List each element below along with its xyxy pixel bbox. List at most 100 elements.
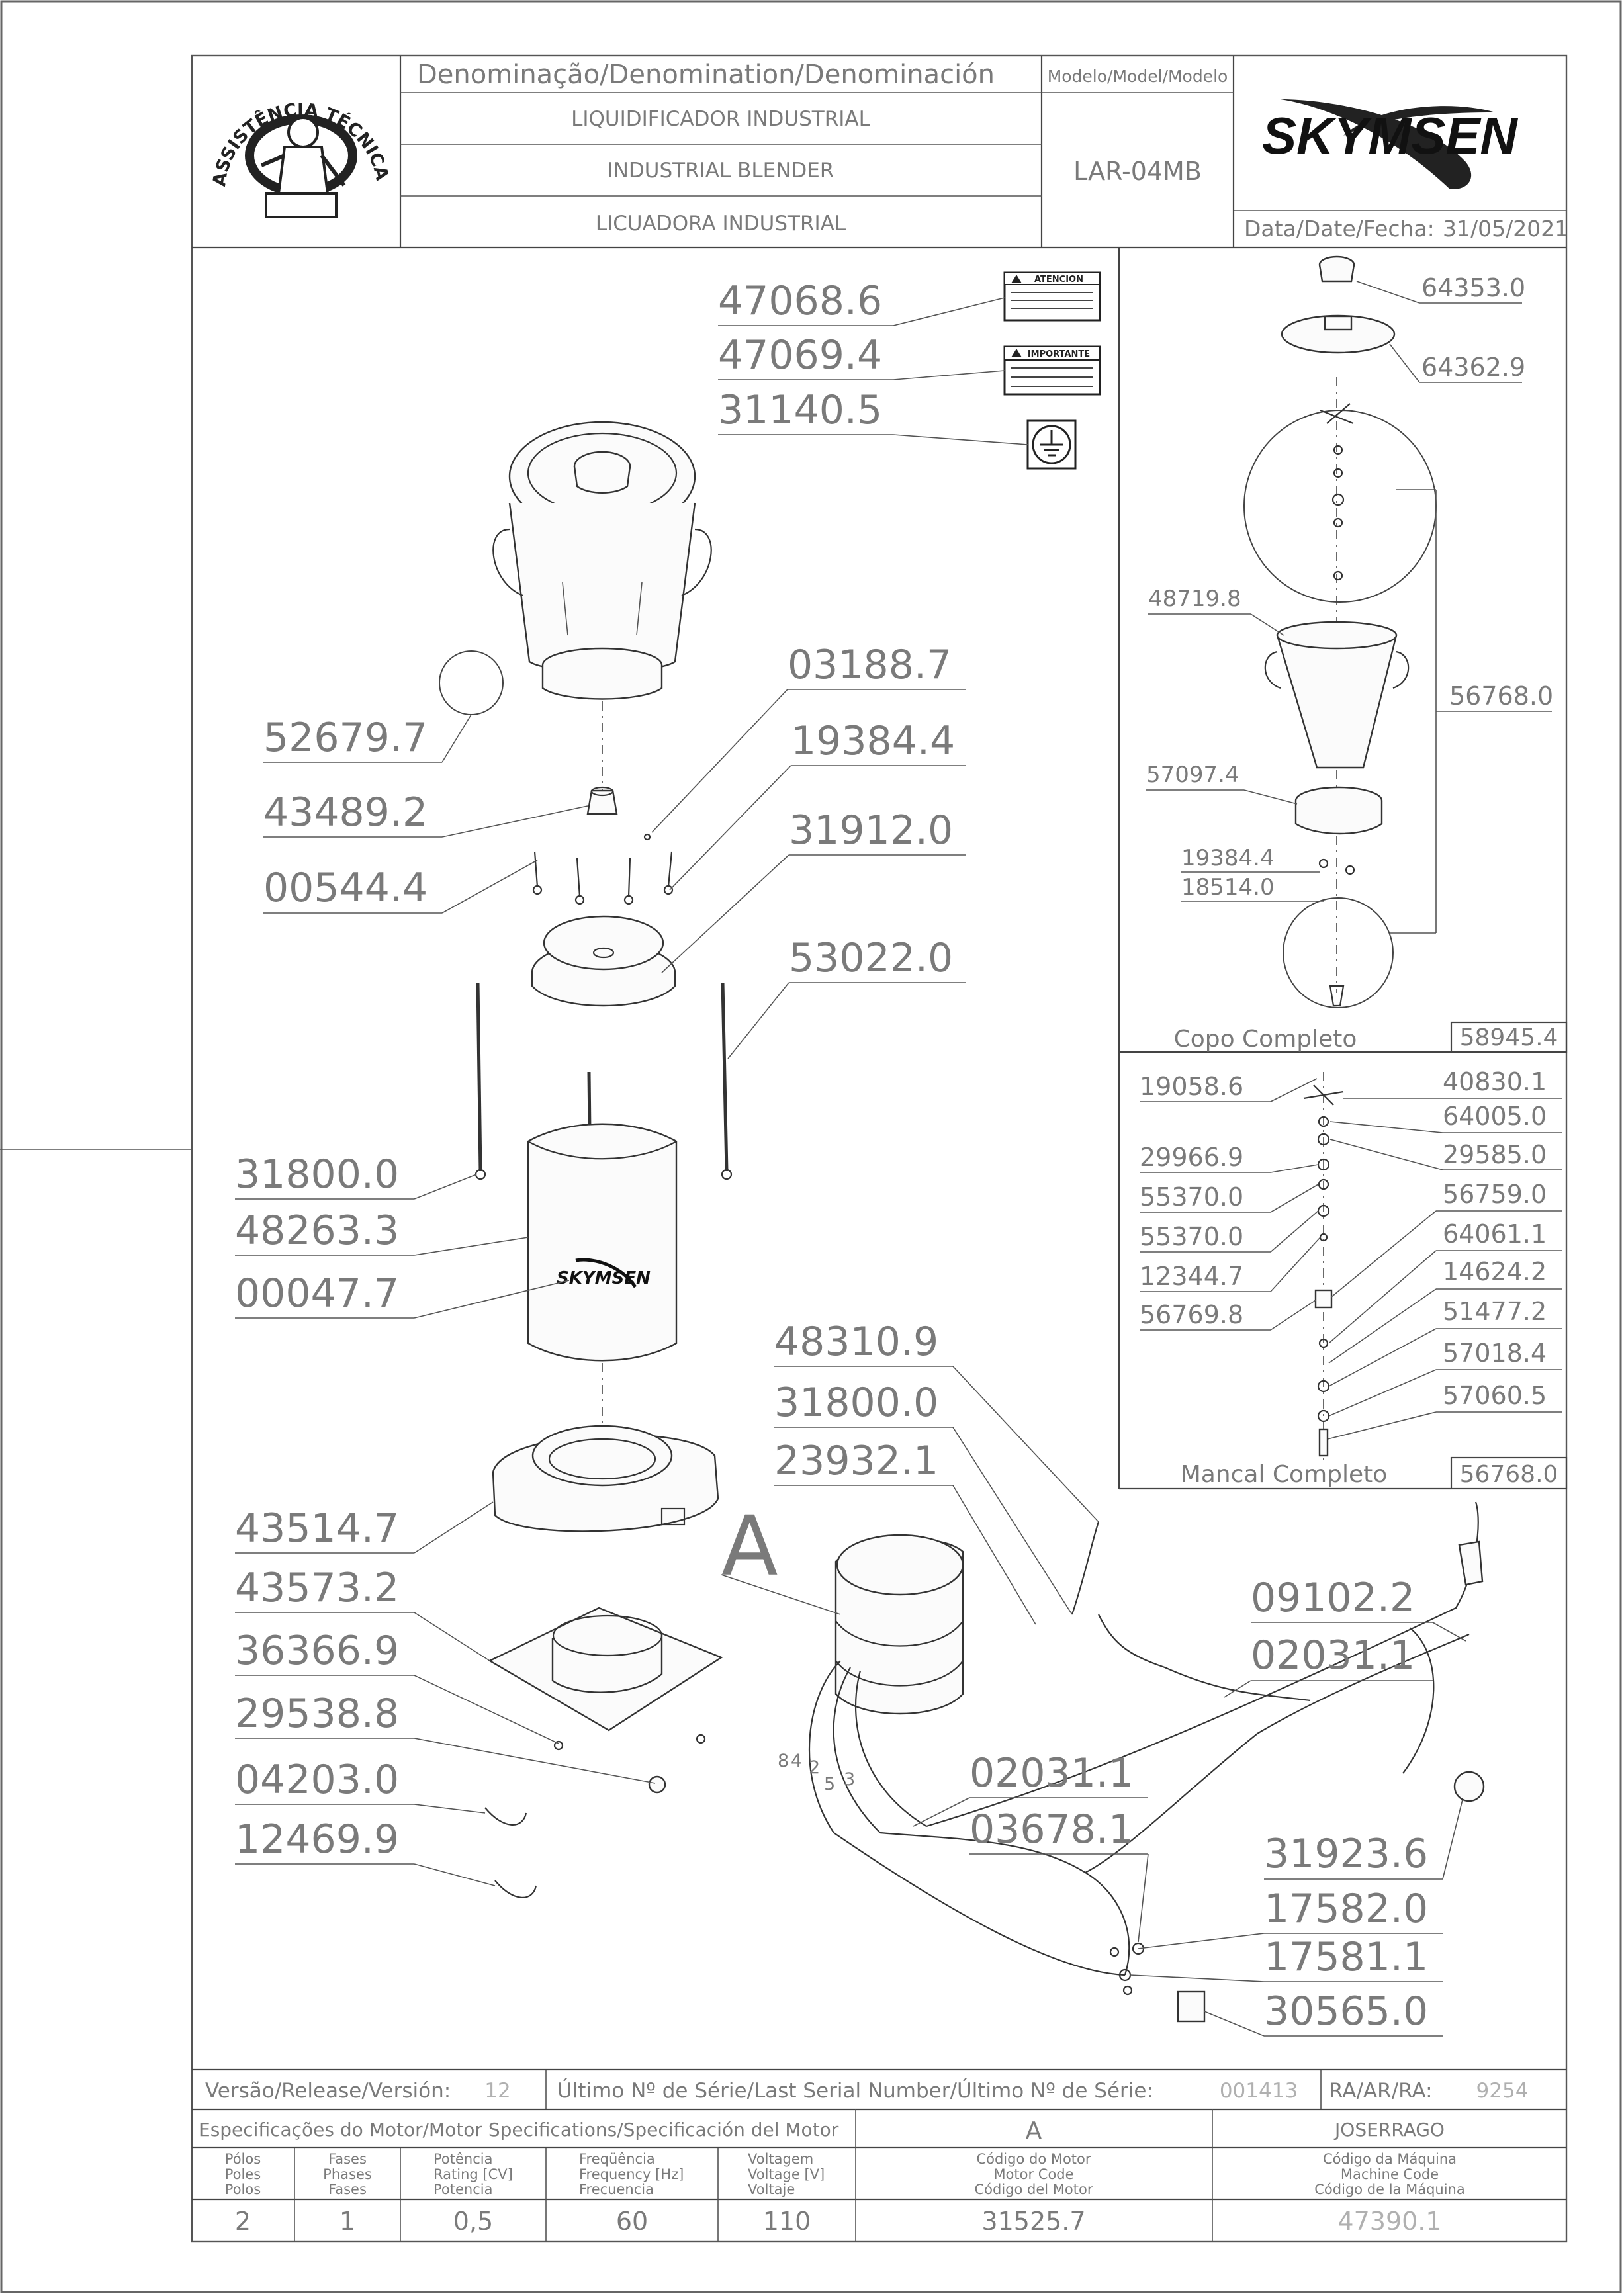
detail-letter: A (721, 1499, 778, 1595)
phases-label-en: Phases (323, 2166, 372, 2182)
phases-label-es: Fases (328, 2182, 367, 2197)
sticker-atencion-text: ATENCION (1034, 275, 1083, 285)
part-17581-1: 17581.1 (1264, 1934, 1428, 1980)
ground-symbol (1026, 419, 1077, 470)
brand-logo: SKYMSEN (1262, 99, 1519, 189)
part-31923-6: 31923.6 (1264, 1831, 1428, 1877)
part-55370-0-b: 55370.0 (1140, 1222, 1243, 1251)
wire-number-5: 5 (824, 1774, 835, 1794)
coupling-plate (531, 915, 676, 1007)
motor-code-label-pt: Código do Motor (976, 2151, 1091, 2167)
part-31800-0-main: 31800.0 (235, 1151, 399, 1198)
machine-code-label-en: Machine Code (1341, 2166, 1439, 2182)
title-block: Denominação/Denomination/Denominación LI… (0, 0, 1568, 249)
part-17582-0: 17582.0 (1264, 1886, 1428, 1932)
serial-label: Último Nº de Série/Last Serial Number/Úl… (557, 2078, 1153, 2103)
date-label: Data/Date/Fecha: (1244, 216, 1435, 242)
poles-label-pt: Pólos (225, 2151, 261, 2167)
footer-table: Versão/Release/Versión: 12 Último Nº de … (192, 2068, 1566, 2242)
sticker-importante: IMPORTANTE (1003, 345, 1101, 396)
part-56768-0: 56768.0 (1449, 682, 1553, 711)
motor-code-value: 31525.7 (981, 2207, 1085, 2236)
spec-column-motor-code: Código do Motor Motor Code Código del Mo… (975, 2151, 1093, 2236)
part-18514-0: 18514.0 (1181, 874, 1275, 901)
spec-column-voltage: Voltagem Voltage [V] Voltaje 110 (748, 2151, 825, 2236)
motor-letter: A (1026, 2117, 1042, 2144)
part-19384-4: 19384.4 (791, 718, 955, 764)
housing-cylinder: SKYMSEN (527, 1123, 678, 1362)
part-00544-4: 00544.4 (263, 865, 428, 911)
motor-code-label-es: Código del Motor (975, 2182, 1093, 2197)
coupling-nut (586, 786, 618, 815)
part-12344-7: 12344.7 (1140, 1262, 1243, 1291)
voltage-label-en: Voltage [V] (748, 2166, 825, 2182)
part-43489-2: 43489.2 (263, 789, 428, 836)
frequency-value: 60 (616, 2207, 648, 2236)
part-43514-7: 43514.7 (235, 1505, 399, 1552)
copo-panel: Copo Completo 58945.4 64353.0 64362.9 48… (1118, 247, 1568, 1489)
housing-brand: SKYMSEN (557, 1268, 651, 1288)
spec-column-rating: Potência Rating [CV] Potencia 0,5 (433, 2151, 513, 2236)
motor (834, 1534, 964, 1715)
machine-code-label-es: Código de la Máquina (1314, 2182, 1464, 2197)
part-56759-0: 56759.0 (1443, 1180, 1547, 1209)
sticker-atencion: ATENCION (1003, 271, 1101, 322)
sticker-importante-text: IMPORTANTE (1028, 349, 1090, 359)
version-label: Versão/Release/Versión: (205, 2079, 451, 2103)
part-19058-6: 19058.6 (1140, 1072, 1243, 1101)
name-spanish: LICUADORA INDUSTRIAL (596, 212, 846, 236)
part-48719-8: 48719.8 (1148, 586, 1241, 612)
poles-value: 2 (235, 2207, 251, 2236)
part-03678-1: 03678.1 (969, 1806, 1134, 1853)
rating-label-pt: Potência (433, 2151, 492, 2167)
part-04203-0: 04203.0 (235, 1757, 399, 1803)
part-64362-9: 64362.9 (1421, 353, 1525, 382)
frequency-label-en: Frequency [Hz] (579, 2166, 684, 2182)
part-43573-2: 43573.2 (235, 1565, 399, 1611)
part-30565-0: 30565.0 (1264, 1988, 1428, 2035)
ra-value: 9254 (1476, 2079, 1529, 2103)
screws-upper (532, 833, 674, 905)
part-31140-5: 31140.5 (718, 387, 882, 433)
part-31912-0: 31912.0 (789, 807, 953, 854)
spec-column-machine-code: Código da Máquina Machine Code Código de… (1314, 2151, 1464, 2236)
version-value: 12 (484, 2079, 510, 2103)
part-40830-1: 40830.1 (1443, 1067, 1547, 1096)
serial-value: 001413 (1220, 2079, 1298, 2103)
wire-number-2: 2 (809, 1757, 820, 1778)
seal-text: ASSISTÊNCIA TÉCNICA AUTORIZADA (0, 0, 393, 188)
phases-label-pt: Fases (328, 2151, 367, 2167)
base-housing (492, 1425, 719, 1532)
motor-code-label-en: Motor Code (993, 2166, 1073, 2182)
mancal-right-labels: 40830.1 64005.0 29585.0 56759.0 64061.1 … (1327, 1067, 1562, 1440)
wire-number-4: 4 (791, 1751, 802, 1771)
part-36366-9: 36366.9 (235, 1628, 399, 1674)
spec-column-poles: Pólos Poles Polos 2 (225, 2151, 261, 2236)
frequency-label-pt: Freqüência (579, 2151, 655, 2167)
blender-jar (439, 421, 712, 715)
name-portuguese: LIQUIDIFICADOR INDUSTRIAL (571, 107, 871, 131)
rating-label-en: Rating [CV] (433, 2166, 513, 2182)
poles-label-es: Polos (225, 2182, 261, 2197)
part-55370-0-a: 55370.0 (1140, 1182, 1243, 1212)
mancal-footer-code: 56768.0 (1460, 1461, 1558, 1488)
part-64353-0: 64353.0 (1421, 273, 1525, 302)
part-09102-2: 09102.2 (1251, 1575, 1415, 1621)
model-label: Modelo/Model/Modelo (1048, 67, 1228, 86)
part-29585-0: 29585.0 (1443, 1140, 1547, 1169)
poles-label-en: Poles (225, 2166, 261, 2182)
author: JOSERRAGO (1333, 2119, 1445, 2141)
rating-value: 0,5 (453, 2207, 493, 2236)
part-47069-4: 47069.4 (718, 332, 882, 378)
mancal-left-labels: 19058.6 29966.9 55370.0 55370.0 12344.7 … (1140, 1072, 1321, 1331)
mancal-footer-label: Mancal Completo (1181, 1461, 1388, 1488)
brand-name: SKYMSEN (1262, 107, 1518, 165)
motor-spec-label: Especificações do Motor/Motor Specificat… (199, 2119, 839, 2141)
part-14624-2: 14624.2 (1443, 1257, 1547, 1286)
part-31800-0-wire: 31800.0 (774, 1380, 938, 1426)
part-57097-4: 57097.4 (1146, 762, 1239, 788)
svg-text:ASSISTÊNCIA TÉCNICA AUTORIZADA: ASSISTÊNCIA TÉCNICA AUTORIZADA (0, 0, 393, 188)
part-23932-1: 23932.1 (774, 1438, 938, 1484)
